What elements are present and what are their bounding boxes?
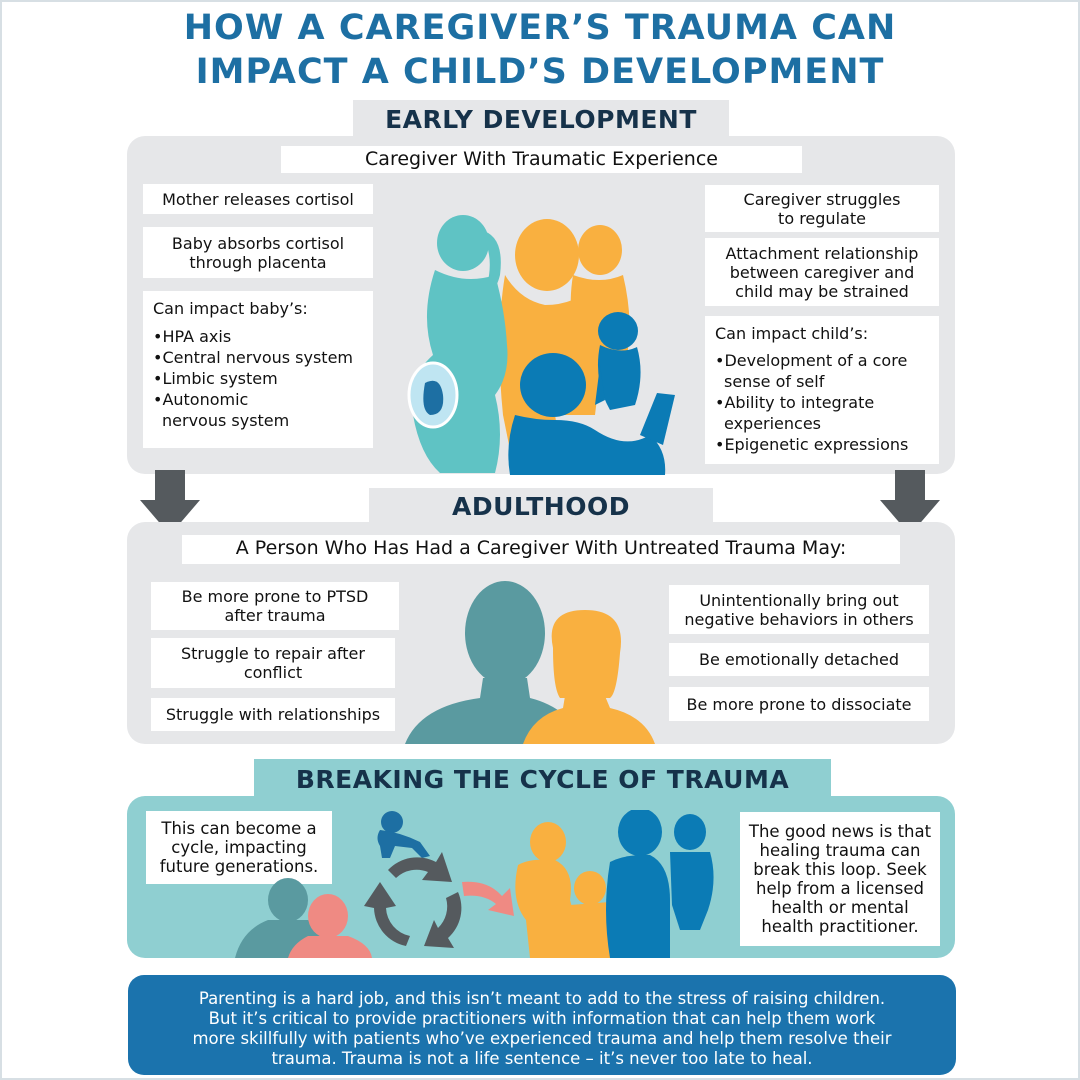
adulthood-tab: ADULTHOOD xyxy=(369,488,713,526)
adult-left-box-1-line-2: after trauma xyxy=(224,606,326,625)
early-right-list-title: Can impact child’s: xyxy=(715,324,869,343)
caregiver-figures-illustration xyxy=(407,215,675,475)
list-item-text: •Autonomic xyxy=(153,390,249,409)
adult-right-box-1: Unintentionally bring out negative behav… xyxy=(669,585,929,634)
down-arrow-icon xyxy=(880,470,940,535)
early-right-list-box: Can impact child’s: •Development of a co… xyxy=(705,316,939,464)
list-item-continuation: nervous system xyxy=(162,411,290,430)
cycle-right-line-6: health practitioner. xyxy=(761,917,919,936)
early-right-box-1: Caregiver struggles to regulate xyxy=(705,185,939,232)
adult-right-box-1-line-2: negative behaviors in others xyxy=(684,609,914,629)
adult-left-box-2: Struggle to repair after conflict xyxy=(151,638,395,688)
adult-left-box-1: Be more prone to PTSD after trauma xyxy=(151,582,399,630)
parent-child-orange-silhouette xyxy=(515,822,616,958)
cycle-illustration xyxy=(235,810,714,958)
adult-woman-silhouette xyxy=(523,610,655,744)
early-right-box-1-line-2: to regulate xyxy=(778,208,866,228)
early-right-box-2-line-3: child may be strained xyxy=(735,281,909,301)
footer-line-2: But it’s critical to provide practitione… xyxy=(208,1009,876,1028)
early-left-box-2: Baby absorbs cortisol through placenta xyxy=(143,227,373,278)
early-right-box-2: Attachment relationship between caregive… xyxy=(705,238,939,306)
adult-right-box-1-line-1: Unintentionally bring out xyxy=(699,590,899,610)
list-item-text: •Ability to integrate xyxy=(715,393,875,412)
breaking-cycle-tab: BREAKING THE CYCLE OF TRAUMA xyxy=(254,759,831,800)
early-right-box-2-line-2: between caregiver and xyxy=(729,262,915,282)
parent-child-blue-silhouette xyxy=(606,810,714,958)
cycle-left-line-1: This can become a xyxy=(161,819,317,838)
list-item-continuation: experiences xyxy=(724,414,822,433)
small-woman-silhouette xyxy=(288,894,372,958)
cycle-right-line-1: The good news is that xyxy=(748,822,932,841)
early-right-list: •Development of a core sense of self •Abi… xyxy=(715,350,908,455)
cycle-right-line-2: healing trauma can xyxy=(759,841,921,860)
list-item-text: •Development of a core xyxy=(715,351,908,370)
early-left-list-title: Can impact baby’s: xyxy=(153,299,308,318)
fetus-icon xyxy=(423,380,444,415)
adult-right-box-3: Be more prone to dissociate xyxy=(669,687,929,721)
cycle-arrows-icon xyxy=(364,852,462,948)
list-item-continuation: sense of self xyxy=(724,372,825,391)
list-item: •Central nervous system xyxy=(153,348,354,367)
page-title-line-2: IMPACT A CHILD’S DEVELOPMENT xyxy=(195,52,885,92)
cycle-left-box: This can become a cycle, impacting futur… xyxy=(146,811,332,884)
list-item: •HPA axis xyxy=(153,327,232,346)
early-left-list: •HPA axis •Central nervous system •Limbi… xyxy=(153,326,353,431)
pregnant-mother-silhouette xyxy=(411,215,508,473)
cycle-right-line-4: help from a licensed xyxy=(756,879,924,898)
list-item: •Autonomic nervous system xyxy=(153,389,353,431)
adult-figures-illustration xyxy=(405,581,655,744)
early-left-box-2-line-1: Baby absorbs cortisol xyxy=(171,233,345,253)
footer-line-4: trauma. Trauma is not a life sentence – … xyxy=(271,1049,813,1068)
caregiver-blue-silhouette xyxy=(508,312,675,475)
pink-arrow-icon xyxy=(462,881,514,916)
cycle-right-line-5: health or mental xyxy=(771,898,909,917)
early-left-list-box: Can impact baby’s: •HPA axis •Central ne… xyxy=(143,291,373,448)
cycle-right-line-3: break this loop. Seek xyxy=(753,860,927,879)
list-item: •Epigenetic expressions xyxy=(715,435,909,454)
adult-left-box-2-line-2: conflict xyxy=(243,663,303,682)
footer-line-3: more skillfully with patients who’ve exp… xyxy=(192,1029,892,1048)
footer-message-box: Parenting is a hard job, and this isn’t … xyxy=(128,975,956,1075)
early-development-tab: EARLY DEVELOPMENT xyxy=(353,100,729,140)
cycle-left-line-3: future generations. xyxy=(159,857,319,876)
cycle-left-line-2: cycle, impacting xyxy=(171,838,307,857)
page-title-line-1: HOW A CAREGIVER’S TRAUMA CAN xyxy=(183,8,897,48)
list-item: •Development of a core sense of self xyxy=(715,350,908,392)
cycle-right-box: The good news is that healing trauma can… xyxy=(740,812,940,946)
early-left-box-1: Mother releases cortisol xyxy=(143,184,373,214)
adulthood-subhead: A Person Who Has Had a Caregiver With Un… xyxy=(182,535,900,564)
list-item: •Ability to integrate experiences xyxy=(715,392,908,434)
crawling-baby-icon xyxy=(377,811,430,858)
early-development-subhead: Caregiver With Traumatic Experience xyxy=(281,146,802,173)
early-right-box-2-line-1: Attachment relationship xyxy=(725,243,919,263)
adult-left-box-1-line-1: Be more prone to PTSD xyxy=(181,587,369,606)
adult-right-box-2: Be emotionally detached xyxy=(669,643,929,676)
adult-left-box-3: Struggle with relationships xyxy=(151,698,395,731)
adult-left-box-2-line-1: Struggle to repair after xyxy=(181,644,365,663)
footer-line-1: Parenting is a hard job, and this isn’t … xyxy=(198,989,886,1008)
down-arrow-icon xyxy=(140,470,200,535)
early-right-box-1-line-1: Caregiver struggles xyxy=(743,189,901,209)
list-item: •Limbic system xyxy=(153,369,278,388)
early-left-box-2-line-2: through placenta xyxy=(189,252,327,272)
